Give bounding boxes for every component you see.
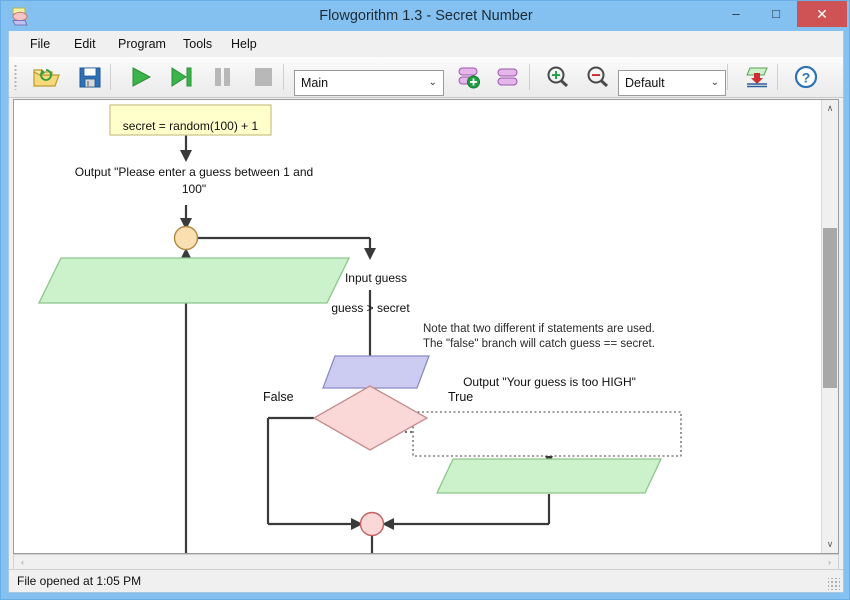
maximize-icon: □ bbox=[772, 6, 780, 21]
toolbar-separator bbox=[727, 64, 728, 90]
menu-item-program[interactable]: Program bbox=[118, 37, 166, 51]
stacked-shapes-icon bbox=[497, 68, 518, 86]
functions-list-button[interactable] bbox=[491, 61, 525, 93]
magnifier-minus-icon bbox=[587, 66, 609, 88]
window-title: Flowgorithm 1.3 - Secret Number bbox=[319, 8, 533, 24]
open-file-button[interactable] bbox=[29, 61, 63, 93]
menu-bar: File Edit Program Tools Help bbox=[9, 31, 843, 58]
comment-note-line1: Note that two different if statements ar… bbox=[423, 323, 655, 335]
svg-text:?: ? bbox=[802, 70, 811, 86]
flowchart-app-icon bbox=[10, 6, 31, 27]
pause-bars-icon bbox=[215, 68, 230, 86]
branch-label-false: False bbox=[263, 390, 294, 404]
flowchart-drawing bbox=[37, 104, 682, 553]
menu-item-tools[interactable]: Tools bbox=[183, 37, 213, 51]
floppy-disk-save-icon bbox=[79, 67, 101, 88]
menu-item-help[interactable]: Help bbox=[231, 37, 257, 51]
toolbar-grip[interactable] bbox=[14, 64, 17, 90]
zoom-out-button[interactable] bbox=[581, 61, 615, 93]
scroll-right-icon[interactable]: › bbox=[828, 557, 831, 567]
magnifier-plus-icon bbox=[547, 66, 569, 88]
step-button[interactable] bbox=[164, 61, 198, 93]
flowchart-canvas[interactable]: secret = random(100) + 1 Output "Please … bbox=[13, 99, 839, 554]
menu-item-file[interactable]: File bbox=[30, 37, 51, 51]
step-forward-icon bbox=[171, 67, 192, 87]
status-message: File opened at 1:05 PM bbox=[17, 574, 142, 588]
save-file-button[interactable] bbox=[73, 61, 107, 93]
status-bar: File opened at 1:05 PM bbox=[9, 569, 843, 592]
branch-label-true: True bbox=[448, 390, 474, 404]
toolbar-separator bbox=[777, 64, 778, 90]
comment-note-line2: The "false" branch will catch guess == s… bbox=[423, 338, 655, 350]
zoom-in-button[interactable] bbox=[541, 61, 575, 93]
function-select[interactable]: Main ⌄ bbox=[294, 70, 444, 96]
canvas-vertical-scrollbar[interactable]: ∧ ∨ bbox=[821, 100, 838, 553]
stop-square-icon bbox=[255, 68, 272, 86]
function-select-value: Main bbox=[301, 76, 329, 90]
scroll-left-icon[interactable]: ‹ bbox=[21, 557, 24, 567]
play-triangle-icon bbox=[132, 67, 152, 87]
open-folder-icon bbox=[33, 69, 60, 87]
scroll-up-icon[interactable]: ∧ bbox=[826, 103, 834, 113]
chevron-down-icon: ⌄ bbox=[428, 77, 437, 88]
toolbar-separator bbox=[529, 64, 530, 90]
toolbar-separator bbox=[110, 64, 111, 90]
pause-button[interactable] bbox=[205, 61, 239, 93]
theme-select[interactable]: Default ⌄ bbox=[618, 70, 726, 96]
run-button[interactable] bbox=[123, 61, 157, 93]
toolbar-separator bbox=[283, 64, 284, 90]
close-icon: ✕ bbox=[816, 6, 828, 22]
client-area: File Edit Program Tools Help bbox=[8, 31, 844, 593]
title-bar: Flowgorithm 1.3 - Secret Number – □ ✕ bbox=[1, 1, 850, 31]
maximize-button[interactable]: □ bbox=[757, 1, 795, 27]
toolbar: Main ⌄ bbox=[9, 57, 843, 98]
export-button[interactable] bbox=[740, 61, 774, 93]
add-function-button[interactable] bbox=[452, 61, 486, 93]
minimize-button[interactable]: – bbox=[717, 1, 755, 27]
theme-select-value: Default bbox=[625, 76, 665, 90]
question-mark-circle-icon: ? bbox=[794, 65, 818, 89]
vertical-scroll-thumb[interactable] bbox=[823, 228, 837, 388]
export-down-arrow-icon bbox=[746, 67, 768, 88]
add-shape-plus-icon bbox=[458, 67, 480, 89]
chevron-down-icon: ⌄ bbox=[710, 77, 719, 88]
stop-button[interactable] bbox=[246, 61, 280, 93]
resize-grip[interactable] bbox=[828, 578, 840, 590]
minimize-icon: – bbox=[732, 6, 740, 21]
scroll-down-icon[interactable]: ∨ bbox=[826, 539, 834, 549]
close-button[interactable]: ✕ bbox=[797, 1, 847, 27]
help-button[interactable]: ? bbox=[789, 61, 823, 93]
menu-item-edit[interactable]: Edit bbox=[74, 37, 96, 51]
